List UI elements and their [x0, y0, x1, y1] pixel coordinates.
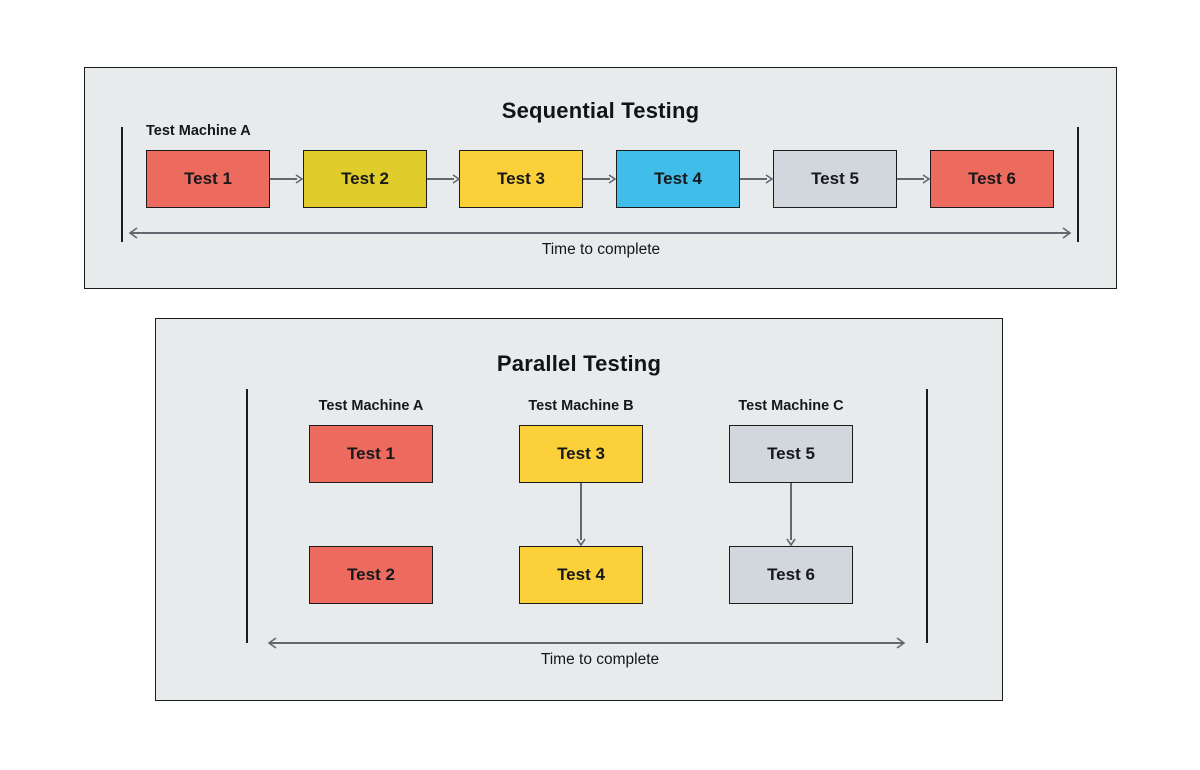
parallel-machine-c-label: Test Machine C	[738, 398, 844, 414]
parallel-machine-b-test-box-4-label: Test 4	[557, 565, 605, 584]
parallel-axis-bar-right	[926, 389, 928, 643]
parallel-time-axis	[264, 637, 909, 649]
parallel-machine-c-test-box-6[interactable]: Test 6	[729, 546, 853, 604]
sequential-connector-5-6	[897, 173, 931, 185]
sequential-connector-1-2	[270, 173, 304, 185]
parallel-machine-a-test-box-1-label: Test 1	[347, 444, 395, 463]
sequential-axis-bar-right	[1077, 127, 1079, 242]
sequential-connector-4-5	[740, 173, 774, 185]
sequential-time-caption: Time to complete	[541, 241, 661, 258]
parallel-machine-c-test-box-5[interactable]: Test 5	[729, 425, 853, 483]
sequential-test-box-6-label: Test 6	[968, 169, 1016, 188]
sequential-test-box-2[interactable]: Test 2	[303, 150, 427, 208]
parallel-time-caption: Time to complete	[540, 651, 660, 668]
sequential-test-box-1[interactable]: Test 1	[146, 150, 270, 208]
sequential-axis-bar-left	[121, 127, 123, 242]
sequential-test-box-3-label: Test 3	[497, 169, 545, 188]
parallel-machine-b-connector	[575, 483, 587, 547]
sequential-test-box-5-label: Test 5	[811, 169, 859, 188]
parallel-machine-c-test-box-5-label: Test 5	[767, 444, 815, 463]
parallel-machine-b-test-box-3[interactable]: Test 3	[519, 425, 643, 483]
sequential-testing-panel: Sequential Testing Test Machine A Test 1…	[84, 67, 1117, 289]
parallel-machine-c-test-box-6-label: Test 6	[767, 565, 815, 584]
sequential-test-box-4-label: Test 4	[654, 169, 702, 188]
parallel-machine-b-label: Test Machine B	[528, 398, 634, 414]
parallel-machine-a-test-box-2[interactable]: Test 2	[309, 546, 433, 604]
sequential-time-axis	[125, 227, 1075, 239]
sequential-test-box-2-label: Test 2	[341, 169, 389, 188]
parallel-machine-c-connector	[785, 483, 797, 547]
sequential-connector-3-4	[583, 173, 617, 185]
parallel-axis-bar-left	[246, 389, 248, 643]
parallel-machine-b-test-box-3-label: Test 3	[557, 444, 605, 463]
sequential-panel-title: Sequential Testing	[501, 98, 700, 123]
sequential-test-box-6[interactable]: Test 6	[930, 150, 1054, 208]
sequential-connector-2-3	[427, 173, 461, 185]
parallel-machine-a-label: Test Machine A	[318, 398, 424, 414]
sequential-test-box-1-label: Test 1	[184, 169, 232, 188]
parallel-machine-a-test-box-1[interactable]: Test 1	[309, 425, 433, 483]
sequential-test-box-5[interactable]: Test 5	[773, 150, 897, 208]
parallel-panel-title: Parallel Testing	[496, 351, 662, 376]
parallel-machine-b-test-box-4[interactable]: Test 4	[519, 546, 643, 604]
parallel-machine-a-test-box-2-label: Test 2	[347, 565, 395, 584]
sequential-test-box-3[interactable]: Test 3	[459, 150, 583, 208]
sequential-machine-label: Test Machine A	[146, 123, 251, 139]
parallel-testing-panel: Parallel Testing Test Machine A Test 1 T…	[155, 318, 1003, 701]
sequential-test-box-4[interactable]: Test 4	[616, 150, 740, 208]
